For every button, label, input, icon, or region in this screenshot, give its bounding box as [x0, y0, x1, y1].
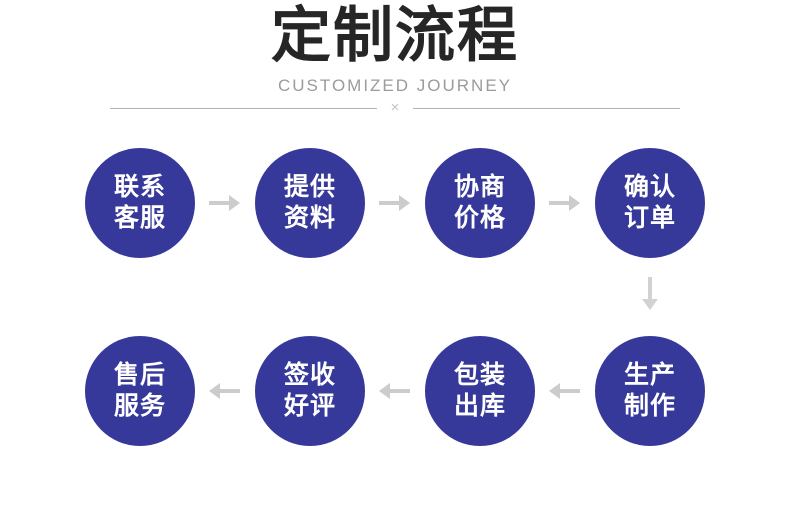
- step-label-line: 签收: [283, 361, 336, 389]
- step-provide-materials: 提供 资料: [255, 148, 365, 258]
- arrow-right-icon: [379, 195, 410, 211]
- step-after-sales: 售后 服务: [85, 336, 195, 446]
- divider: ×: [110, 99, 681, 116]
- arrow-down-icon: [642, 277, 658, 310]
- arrow-right-icon: [209, 195, 240, 211]
- arrow-right-icon: [549, 195, 580, 211]
- step-packaging-shipping: 包装 出库: [425, 336, 535, 446]
- arrow-left-icon: [379, 383, 410, 399]
- step-label-line: 客服: [113, 204, 166, 232]
- step-label-line: 订单: [623, 204, 676, 232]
- step-confirm-order: 确认 订单: [595, 148, 705, 258]
- step-label-line: 服务: [113, 392, 166, 420]
- step-label-line: 协商: [453, 173, 506, 201]
- page-title: 定制流程: [271, 2, 519, 69]
- step-label-line: 联系: [113, 173, 166, 201]
- arrow-left-icon: [209, 383, 240, 399]
- step-negotiate-price: 协商 价格: [425, 148, 535, 258]
- divider-line-left: [110, 107, 377, 109]
- x-mark-icon: ×: [390, 99, 400, 116]
- page-subtitle: CUSTOMIZED JOURNEY: [277, 76, 513, 95]
- step-label-line: 生产: [623, 361, 676, 389]
- step-label-line: 包装: [453, 361, 506, 389]
- step-contact-service: 联系 客服: [85, 148, 195, 258]
- step-label-line: 制作: [623, 392, 676, 420]
- arrow-left-icon: [549, 383, 580, 399]
- step-label-line: 价格: [453, 204, 506, 232]
- step-label-line: 提供: [283, 173, 336, 201]
- step-label-line: 资料: [283, 204, 336, 232]
- step-sign-review: 签收 好评: [255, 336, 365, 446]
- step-label-line: 售后: [113, 361, 166, 389]
- step-production: 生产 制作: [595, 336, 705, 446]
- step-label-line: 出库: [453, 392, 506, 420]
- divider-line-right: [413, 107, 681, 109]
- step-label-line: 确认: [623, 173, 676, 201]
- step-label-line: 好评: [283, 392, 336, 420]
